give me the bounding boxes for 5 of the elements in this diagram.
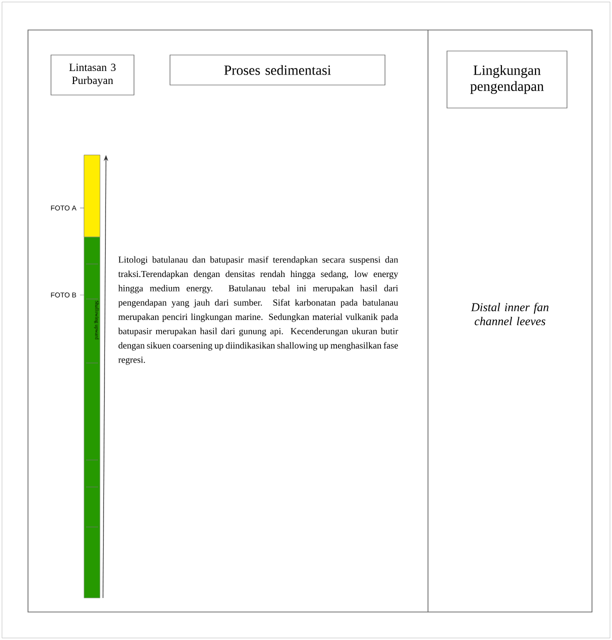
header-box: Lintasan 3 Purbayan	[50, 54, 134, 96]
header-box: Lingkungan pengendapan	[446, 50, 568, 108]
environment-text: Distal inner fan channel leeves	[470, 302, 548, 326]
description-paragraph: Litologi batulanau dan batupasir masif terendapkan secara suspensi dan traksi.Terendapkan dengan densitas rendah hingga sedang, low energy hingga medium energy. Batulanau tebal ini merupakan hasil dari pengendapan yang jauh dari sumber. Sifat karbonatan pada batulanau merupakan penciri lingkungan marine. Sedungkan material vulkanik pada batupasir merupakan hasil dari gunung api. Kecenderungan ukuran butir dengan sikuen coarsening up diindikasikan shallowing up menghasilkan fase regresi.	[118, 256, 398, 365]
header-box: Proses sedimentasi	[170, 54, 386, 86]
